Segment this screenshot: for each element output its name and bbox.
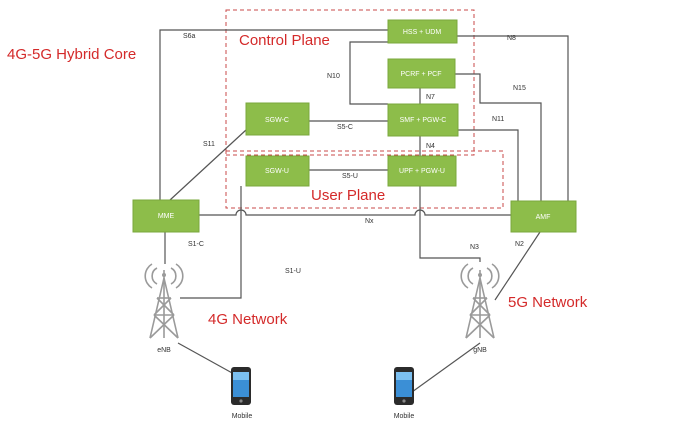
mobile-left-label: Mobile: [232, 413, 253, 420]
label-n11: N11: [492, 116, 504, 123]
label-n8: N8: [507, 35, 516, 42]
node-sgw-u-label: SGW-U: [265, 168, 289, 175]
link-s1u: [180, 186, 242, 299]
node-smf-pgw-c: SMF + PGW-C: [387, 103, 459, 137]
gnb-label: gNB: [473, 347, 487, 354]
label-s6a: S6a: [183, 33, 196, 40]
gnb-tower-icon: [460, 263, 500, 339]
node-amf: AMF: [510, 200, 577, 233]
links: [159, 29, 569, 393]
node-amf-label: AMF: [536, 214, 551, 221]
mobile-left-icon: [231, 367, 251, 405]
network-5g-title: 5G Network: [508, 294, 588, 311]
enb-label: eNB: [157, 347, 171, 354]
link-n15: [455, 73, 542, 201]
network-4g-title: 4G Network: [208, 311, 288, 328]
label-nx: Nx: [365, 218, 374, 225]
label-n7: N7: [426, 94, 435, 101]
link-s11: [169, 129, 247, 201]
user-plane-title: User Plane: [311, 187, 385, 204]
mobile-right-icon: [394, 367, 414, 405]
link-enb-mobile: [177, 342, 235, 375]
label-s1c: S1-C: [188, 241, 204, 248]
control-plane-title: Control Plane: [239, 32, 330, 49]
link-nx: [199, 209, 511, 216]
interface-labels: S6a N8 N10 N7 N15 S5-C N11 N4 S11 S5-U N…: [183, 33, 526, 275]
link-n11: [458, 129, 519, 201]
node-sgw-u: SGW-U: [245, 155, 310, 187]
node-smf-pgw-c-label: SMF + PGW-C: [400, 117, 447, 124]
node-mme-label: MME: [158, 213, 175, 220]
node-mme: MME: [132, 199, 200, 233]
link-n10: [349, 41, 390, 105]
node-pcrf-pcf-label: PCRF + PCF: [400, 71, 441, 78]
label-s5u: S5-U: [342, 173, 358, 180]
node-sgw-c: SGW-C: [245, 102, 310, 136]
node-hss-udm-label: HSS + UDM: [403, 29, 441, 36]
link-gnb-mobile: [411, 342, 481, 393]
node-pcrf-pcf: PCRF + PCF: [387, 58, 456, 89]
node-hss-udm: HSS + UDM: [387, 19, 458, 44]
mobile-right-label: Mobile: [394, 413, 415, 420]
label-n10: N10: [327, 73, 340, 80]
enb-tower-icon: [144, 263, 184, 339]
label-s5c: S5-C: [337, 124, 353, 131]
core-title: 4G-5G Hybrid Core: [7, 46, 136, 63]
user-plane-box: [225, 150, 504, 209]
label-n3: N3: [470, 244, 479, 251]
node-upf-pgw-u: UPF + PGW-U: [387, 155, 457, 187]
label-s11: S11: [203, 141, 215, 148]
link-n2: [494, 231, 541, 301]
link-n8: [457, 35, 569, 201]
label-n15: N15: [513, 85, 526, 92]
node-sgw-c-label: SGW-C: [265, 117, 289, 124]
label-s1u: S1-U: [285, 268, 301, 275]
label-n2: N2: [515, 241, 524, 248]
node-upf-pgw-u-label: UPF + PGW-U: [399, 168, 445, 175]
label-n4: N4: [426, 143, 435, 150]
link-n3: [419, 186, 481, 262]
link-s6a: [159, 29, 388, 200]
